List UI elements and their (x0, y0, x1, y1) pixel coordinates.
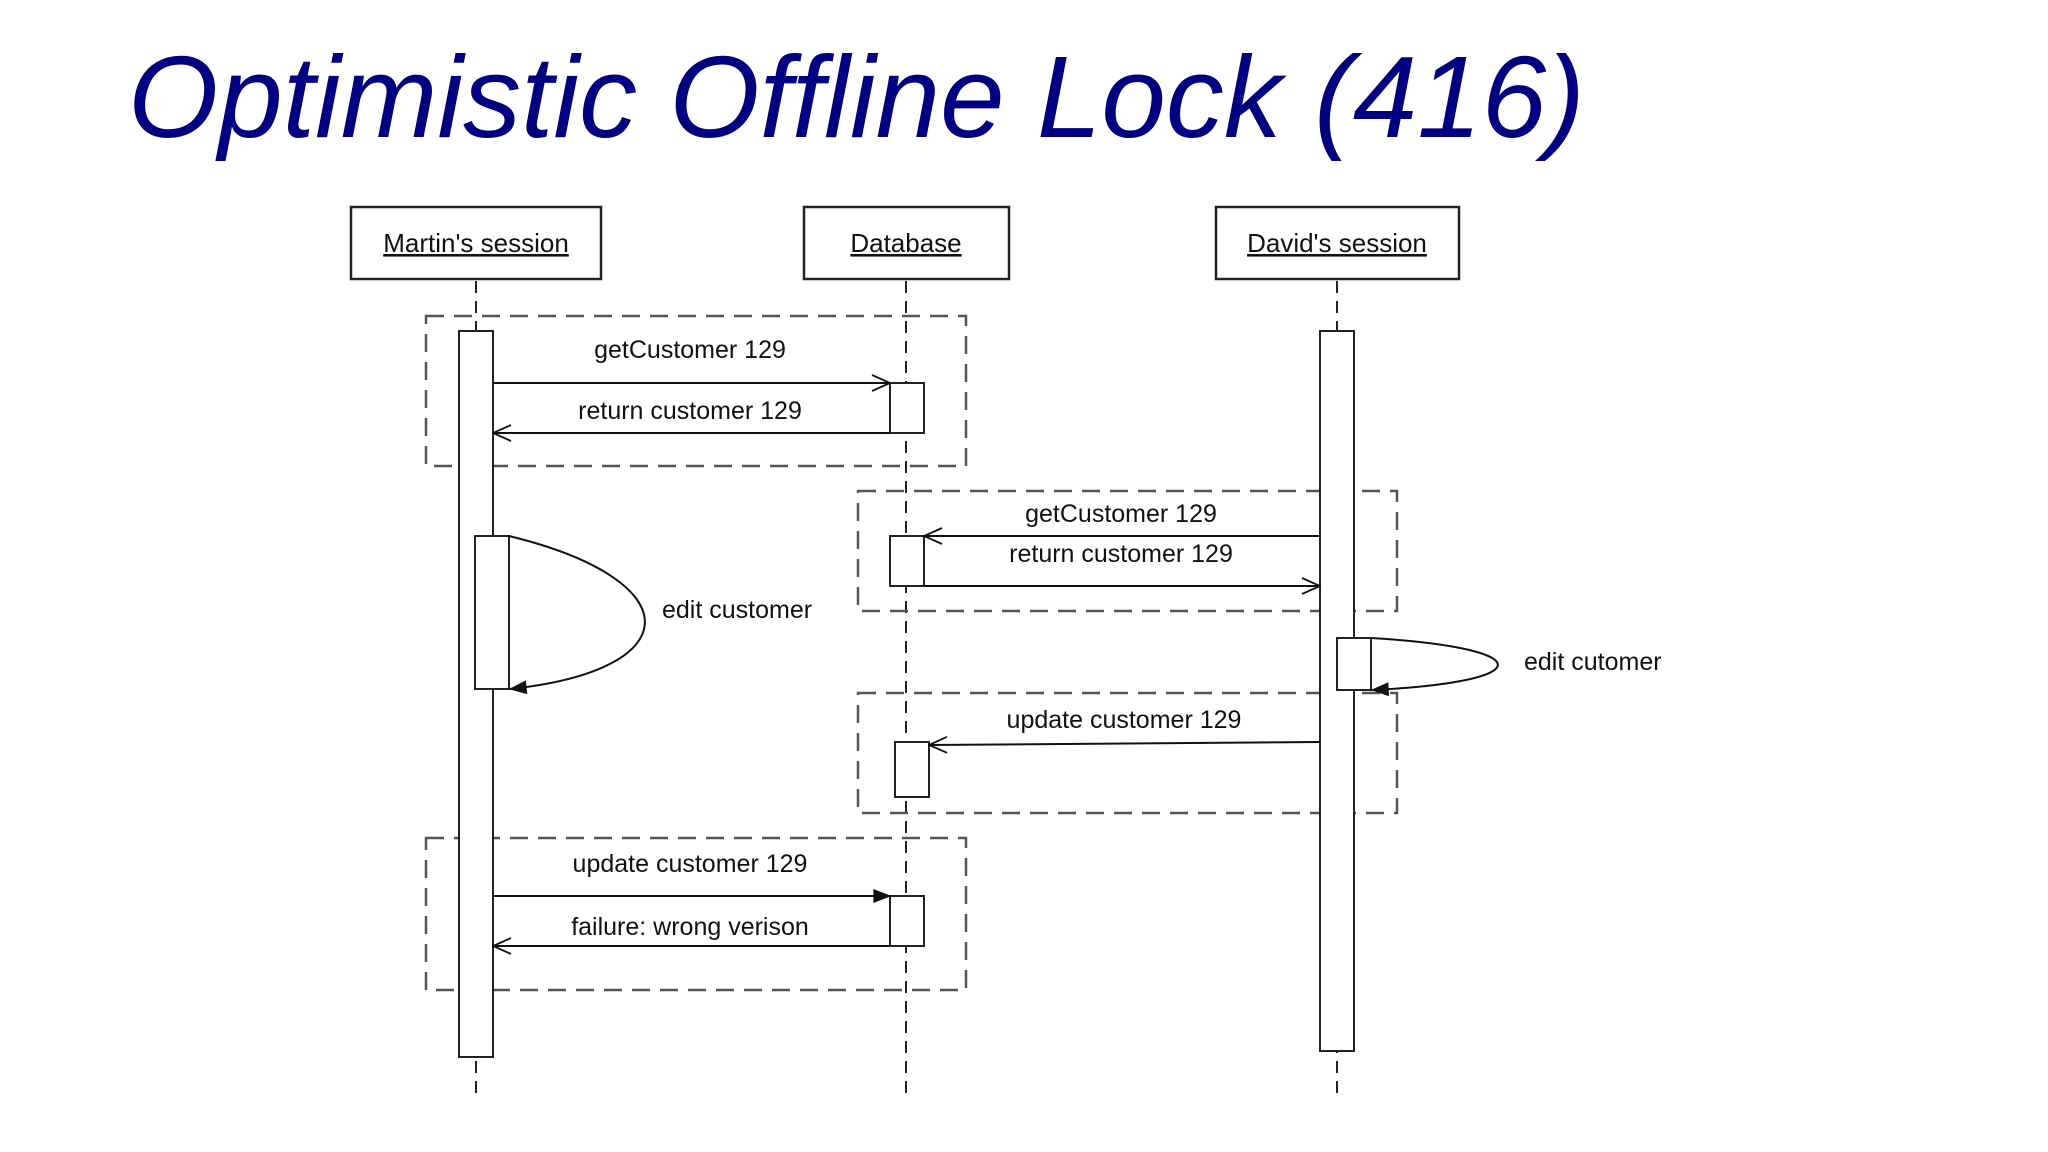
activation-martin-edit (474, 535, 510, 690)
participant-database-label: Database (850, 228, 961, 258)
message-label-m1: getCustomer 129 (594, 336, 786, 364)
activation-martin (458, 330, 494, 1058)
activation-database-4 (889, 895, 925, 947)
message-arrow-m5 (508, 535, 646, 689)
participant-david-label: David's session (1247, 228, 1427, 258)
frame-david-update (856, 691, 1399, 815)
message-label-m4: return customer 129 (1009, 540, 1233, 568)
frame-david-read (856, 489, 1399, 613)
activation-david-edit (1336, 637, 1372, 691)
message-label-m6: edit cutomer (1524, 648, 1662, 676)
participant-martin: Martin's session (349, 205, 603, 281)
message-label-m3: getCustomer 129 (1025, 500, 1217, 528)
message-label-m9: failure: wrong verison (571, 913, 809, 941)
message-arrow-m7 (929, 742, 1321, 745)
message-label-m2: return customer 129 (578, 397, 802, 425)
slide-title: Optimistic Offline Lock (416) (128, 32, 1585, 162)
participant-database: Database (802, 205, 1011, 281)
participant-martin-label: Martin's session (383, 228, 569, 258)
message-label-m5: edit customer (662, 596, 812, 624)
activation-database-1 (889, 382, 925, 434)
message-arrow-m6 (1371, 637, 1499, 690)
activation-database-2 (889, 535, 925, 587)
participant-david: David's session (1214, 205, 1461, 281)
frame-martin-update (424, 836, 968, 992)
message-label-m7: update customer 129 (1007, 706, 1242, 734)
frame-martin-read (424, 314, 968, 468)
activation-database-3 (894, 741, 930, 798)
message-label-m8: update customer 129 (573, 850, 808, 878)
